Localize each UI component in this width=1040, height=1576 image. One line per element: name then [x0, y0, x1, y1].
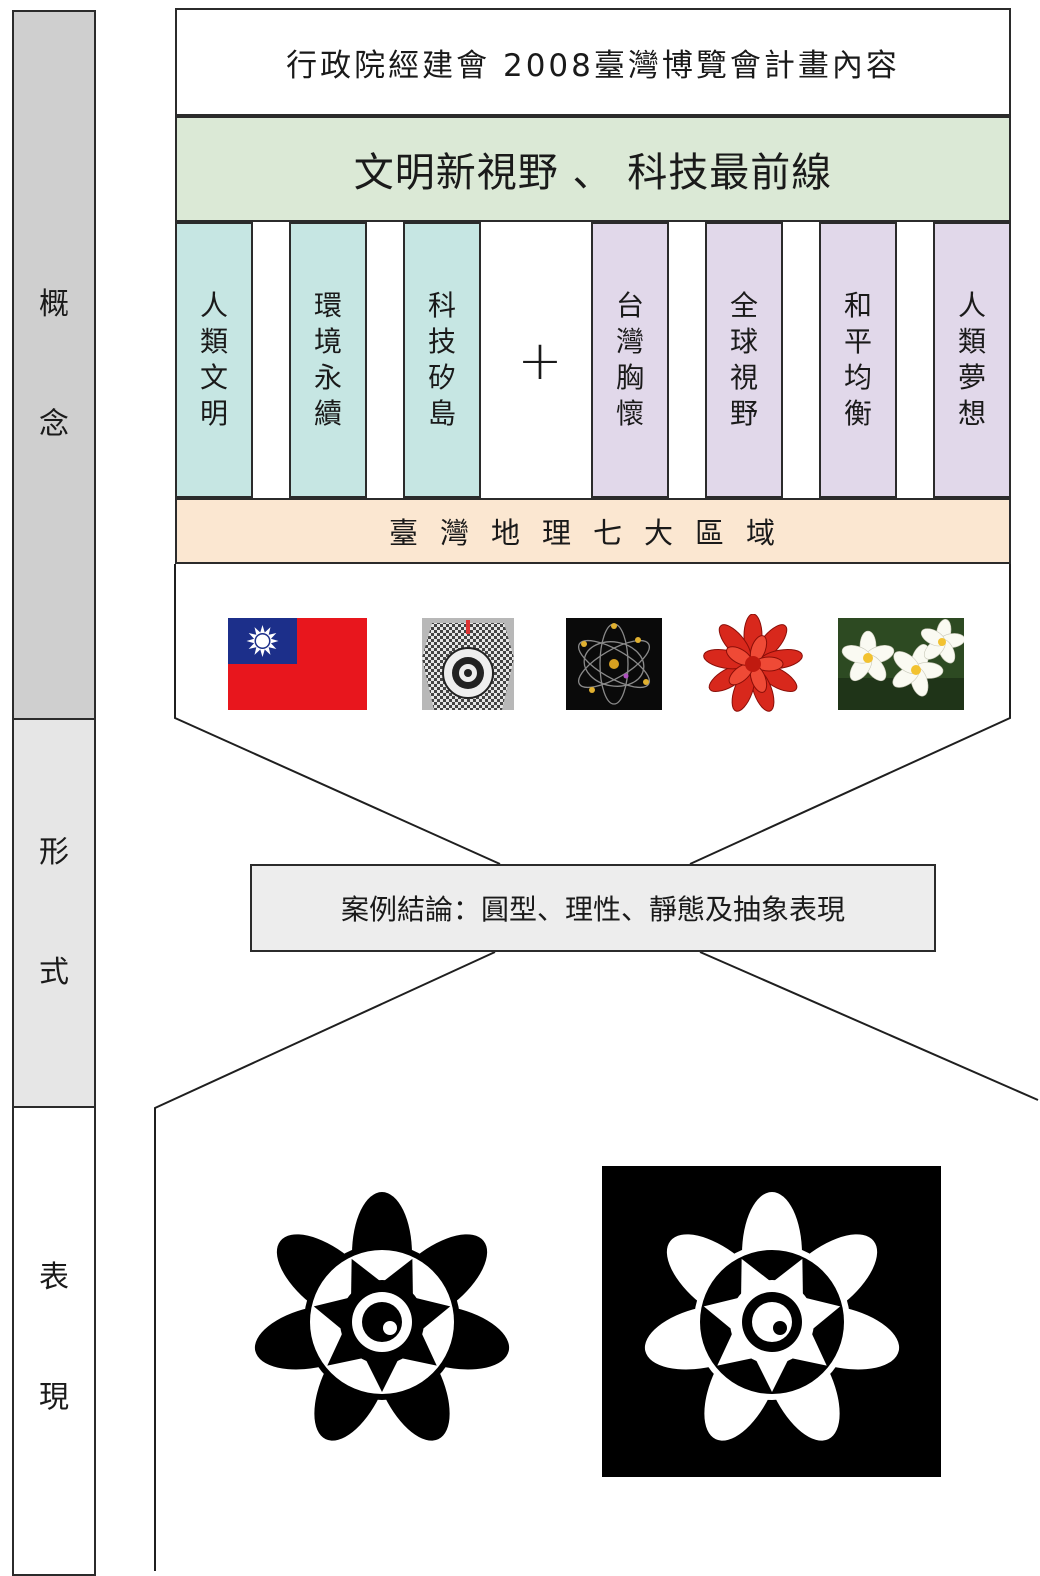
concept-char: 想	[957, 397, 986, 430]
concept-char: 胸	[615, 361, 644, 394]
concept-column: 和 平 均 衡	[819, 222, 897, 498]
concept-char: 全	[729, 289, 758, 322]
concept-char: 技	[427, 325, 456, 358]
concept-char: 球	[729, 325, 758, 358]
concept-char: 永	[313, 361, 342, 394]
aboriginal-pattern-image	[422, 618, 514, 710]
stage-concept: 概 念	[12, 10, 96, 720]
concept-char: 視	[729, 361, 758, 394]
concept-column: 人 類 夢 想	[933, 222, 1011, 498]
concept-char: 台	[615, 289, 644, 322]
concept-char: 類	[957, 325, 986, 358]
atom-image	[566, 618, 662, 710]
concept-char: 環	[313, 289, 342, 322]
stage-form: 形 式	[12, 718, 96, 1108]
flower-emblem-black-on-white	[254, 1192, 510, 1441]
plus-sign: +	[517, 328, 563, 392]
stage-expression-char-1: 表	[39, 1260, 69, 1295]
concept-column: 台 灣 胸 懷	[591, 222, 669, 498]
stage-concept-char-1: 概	[39, 287, 69, 322]
concept-char: 均	[843, 361, 872, 394]
plumeria-flower-image	[838, 618, 964, 710]
roc-flag-image	[228, 618, 367, 710]
stage-form-char-1: 形	[39, 835, 69, 870]
concept-column: 科 技 矽 島	[403, 222, 481, 498]
concept-char: 科	[427, 289, 456, 322]
stage-form-char-2: 式	[39, 955, 69, 990]
concept-char: 境	[313, 325, 342, 358]
concept-char: 島	[427, 397, 456, 430]
concept-column: 環 境 永 續	[289, 222, 367, 498]
concept-column: 人 類 文 明	[175, 222, 253, 498]
concept-char: 灣	[615, 325, 644, 358]
concept-char: 懷	[615, 397, 644, 430]
concept-char: 明	[199, 397, 228, 430]
concept-char: 矽	[427, 361, 456, 394]
concept-char: 和	[843, 289, 872, 322]
concept-char: 人	[957, 289, 986, 322]
stage-expression-char-2: 現	[39, 1380, 69, 1415]
concept-char: 類	[199, 325, 228, 358]
concept-char: 文	[199, 361, 228, 394]
diagram-title: 行政院經建會 2008臺灣博覽會計畫內容	[175, 8, 1011, 116]
region-banner: 臺灣地理七大區域	[175, 498, 1011, 564]
gift-bow-image	[703, 614, 803, 714]
case-conclusion: 案例結論：圓型、理性、靜態及抽象表現	[250, 864, 936, 952]
stage-concept-char-2: 念	[39, 407, 69, 442]
concept-column: 全 球 視 野	[705, 222, 783, 498]
concept-char: 平	[843, 325, 872, 358]
flower-emblem-white-on-black	[644, 1192, 900, 1441]
concept-char: 人	[199, 289, 228, 322]
concept-char: 夢	[957, 361, 986, 394]
theme-banner: 文明新視野 、 科技最前線	[175, 116, 1011, 222]
concept-char: 野	[729, 397, 758, 430]
concept-char: 衡	[843, 397, 872, 430]
concept-char: 續	[313, 397, 342, 430]
stage-expression: 表 現	[12, 1106, 96, 1576]
